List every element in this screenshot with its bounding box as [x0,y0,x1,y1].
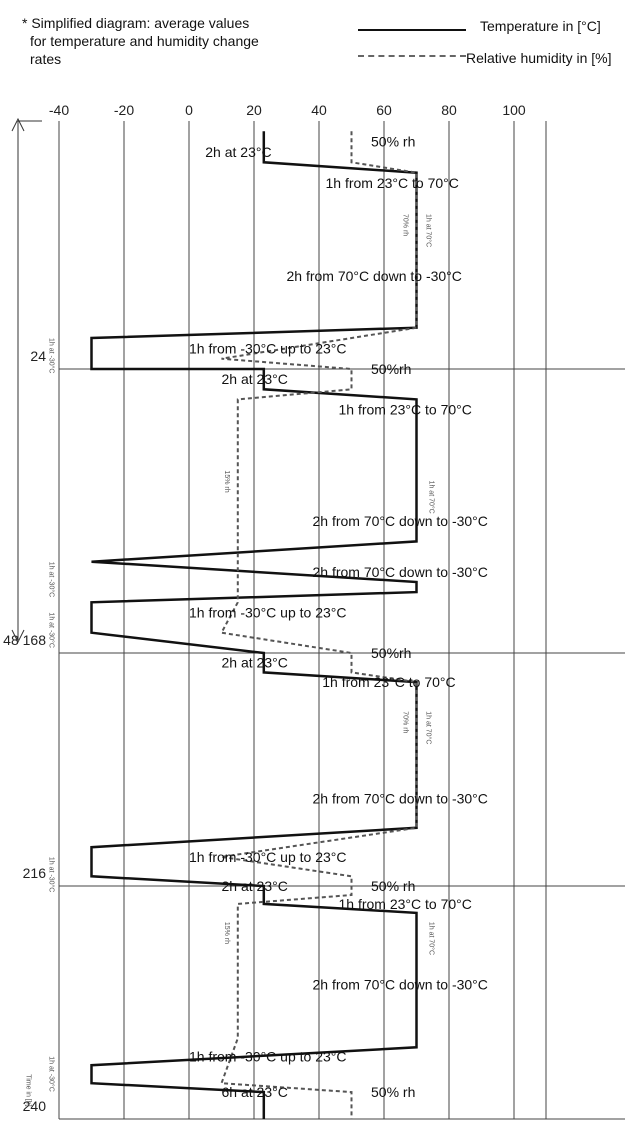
x-tick-label: 80 [441,102,457,118]
small-vertical-label: 1h at -30°C [47,338,55,374]
x-tick-label: -40 [49,102,69,118]
temperature-series-line [90,131,418,1119]
small-vertical-label: 1h at -30°C [47,612,55,648]
y-tick-label: 216 [23,865,47,881]
small-vertical-label: 70% rh [402,711,409,733]
annotation-label: 1h from -30°C up to 23°C [189,340,347,356]
humidity-series-line [219,131,418,1119]
note-line-1: * Simplified diagram: average values [22,15,250,31]
span-arrow-down-icon [11,629,25,644]
small-vertical-label: 15% rh [223,922,230,944]
small-vertical-label: 15% rh [223,470,230,492]
annotation-label: 2h at 23°C [222,371,288,387]
small-vertical-label: Time in [h] [25,1074,32,1106]
note-line-2: for temperature and humidity change [30,33,259,49]
span-arrow-up-icon [11,117,25,132]
annotation-label: 1h from 23°C to 70°C [326,175,459,191]
x-tick-label: -20 [114,102,134,118]
x-tick-label: 20 [246,102,262,118]
note-line-3: rates [30,51,62,67]
x-tick-label: 0 [185,102,193,118]
annotation-label: 50%rh [371,645,411,661]
legend-humidity-label: Relative humidity in [%] [466,50,612,66]
annotation-label: 6h at 23°C [222,1084,288,1100]
chart-note: * Simplified diagram: average values for… [22,14,312,68]
annotation-label: 1h from 23°C to 70°C [322,674,455,690]
annotation-label: 1h from -30°C up to 23°C [189,604,347,620]
annotation-label: 2h at 23°C [222,655,288,671]
small-vertical-label: 1h at 70°C [424,214,432,247]
small-vertical-label: 1h at -30°C [47,857,55,893]
annotation-label: 1h from 23°C to 70°C [339,402,472,418]
annotation-label: 50% rh [371,1084,415,1100]
annotation-label: 1h from 23°C to 70°C [339,896,472,912]
annotation-label: 2h from 70°C down to -30°C [313,977,488,993]
small-vertical-label: 1h at 70°C [428,922,436,955]
annotation-label: 1h from -30°C up to 23°C [189,849,347,865]
annotation-label: 2h from 70°C down to -30°C [313,564,488,580]
small-vertical-label: 1h at -30°C [47,1056,55,1092]
x-tick-label: 40 [311,102,327,118]
y-tick-label: 240 [23,1098,47,1114]
annotation-label: 2h from 70°C down to -30°C [287,268,462,284]
small-vertical-label: 1h at -30°C [47,562,55,598]
annotation-label: 50% rh [371,134,415,150]
annotation-label: 2h at 23°C [222,878,288,894]
small-vertical-label: 70% rh [402,214,409,236]
legend-temperature-swatch [358,29,466,31]
annotation-label: 50%rh [371,361,411,377]
legend-humidity-swatch [358,55,466,57]
y-tick-label: 24 [30,348,46,364]
x-tick-label: 60 [376,102,392,118]
small-vertical-label: 1h at 70°C [428,481,436,514]
legend-temperature-label: Temperature in [°C] [480,18,601,34]
y-tick-label: 48 168 [3,632,46,648]
x-tick-label: 100 [502,102,526,118]
annotation-label: 2h from 70°C down to -30°C [313,513,488,529]
annotation-label: 2h at 23°C [205,144,271,160]
annotation-label: 2h from 70°C down to -30°C [313,791,488,807]
small-vertical-label: 1h at 70°C [424,711,432,744]
annotation-label: 50% rh [371,878,415,894]
annotation-label: 1h from -30°C up to 23°C [189,1048,347,1064]
